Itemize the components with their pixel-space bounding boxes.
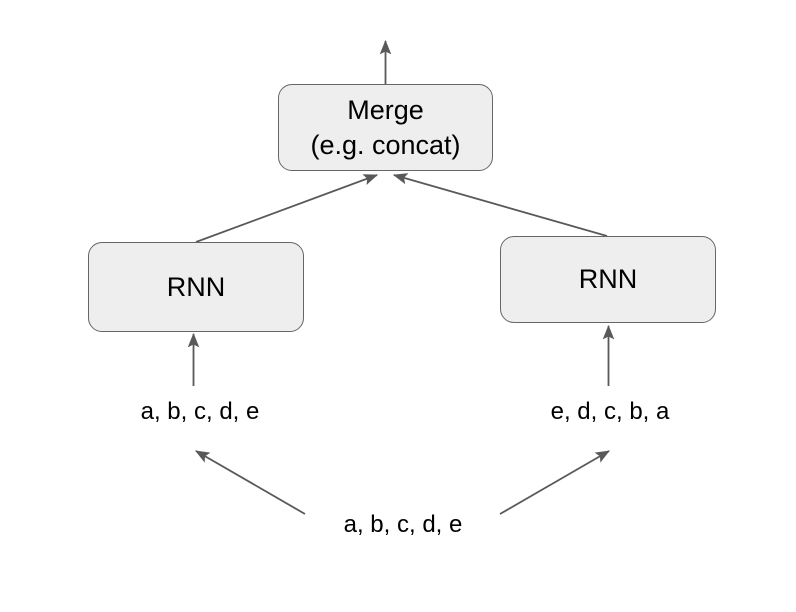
merge-node-subtitle: (e.g. concat) [310, 129, 461, 160]
connector-source-to-input-forward [195, 450, 306, 515]
source-sequence-label: a, b, c, d, e [343, 511, 463, 538]
input-backward-label: e, d, c, b, a [550, 398, 670, 425]
input-forward-label: a, b, c, d, e [140, 398, 260, 425]
connector-source-to-input-backward [499, 450, 610, 515]
connector-rnn-right-to-merge [392, 173, 608, 237]
rnn-forward-label: RNN [166, 271, 226, 302]
rnn-backward-label: RNN [578, 264, 638, 295]
merge-node-title: Merge [347, 95, 424, 126]
rnn-backward-node[interactable]: RNN [500, 236, 716, 323]
connector-rnn-left-to-merge [195, 174, 379, 243]
merge-node[interactable]: Merge (e.g. concat) [278, 84, 493, 171]
rnn-forward-node[interactable]: RNN [88, 242, 304, 332]
